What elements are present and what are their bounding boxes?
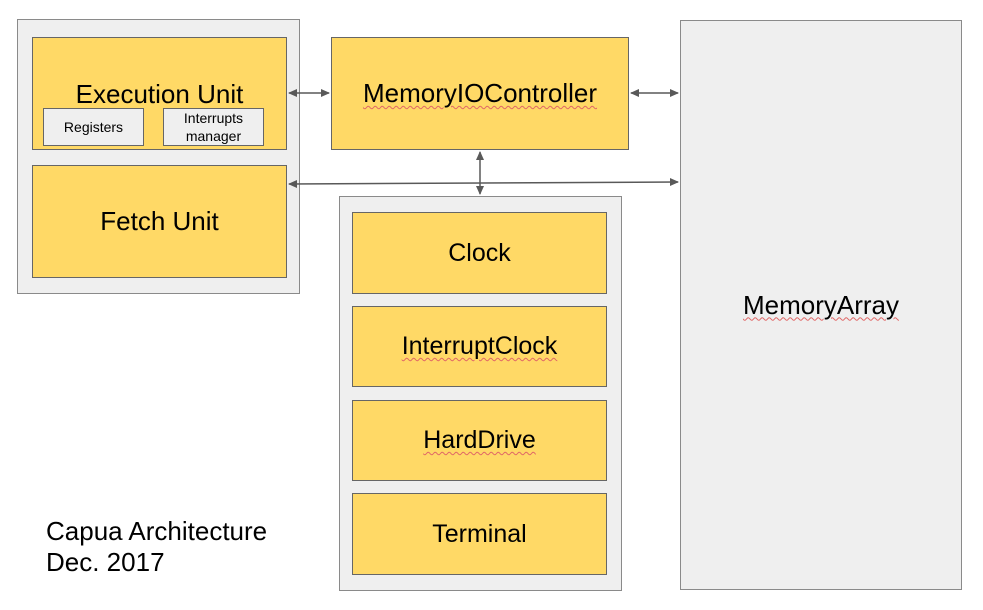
hard-drive-label: HardDrive [423,426,536,454]
arrow-fetch-to-memoryarray [288,178,679,188]
interrupt-clock-label: InterruptClock [401,332,558,360]
memory-io-controller-block: MemoryIOController [331,37,629,150]
memory-array-label: MemoryArray [742,289,899,320]
execution-unit-label: Execution Unit [75,79,244,109]
caption-date: Dec. 2017 [46,547,165,577]
terminal-block: Terminal [352,493,607,575]
interrupt-clock-block: InterruptClock [352,306,607,387]
hard-drive-block: HardDrive [352,400,607,481]
clock-block: Clock [352,212,607,294]
terminal-label: Terminal [432,519,527,548]
fetch-unit-block: Fetch Unit [32,165,287,278]
memory-array-block: MemoryArray [680,20,962,590]
registers-block: Registers [43,108,144,146]
caption-title: Capua Architecture [46,516,268,546]
interrupts-manager-block: Interrupts manager [163,108,264,146]
interrupts-manager-label: Interrupts manager [183,110,244,144]
registers-label: Registers [63,119,124,135]
memory-io-controller-label: MemoryIOController [362,78,598,108]
diagram-caption: Capua Architecture Dec. 2017 [46,516,267,578]
clock-label: Clock [448,238,511,267]
fetch-unit-label: Fetch Unit [100,206,219,236]
